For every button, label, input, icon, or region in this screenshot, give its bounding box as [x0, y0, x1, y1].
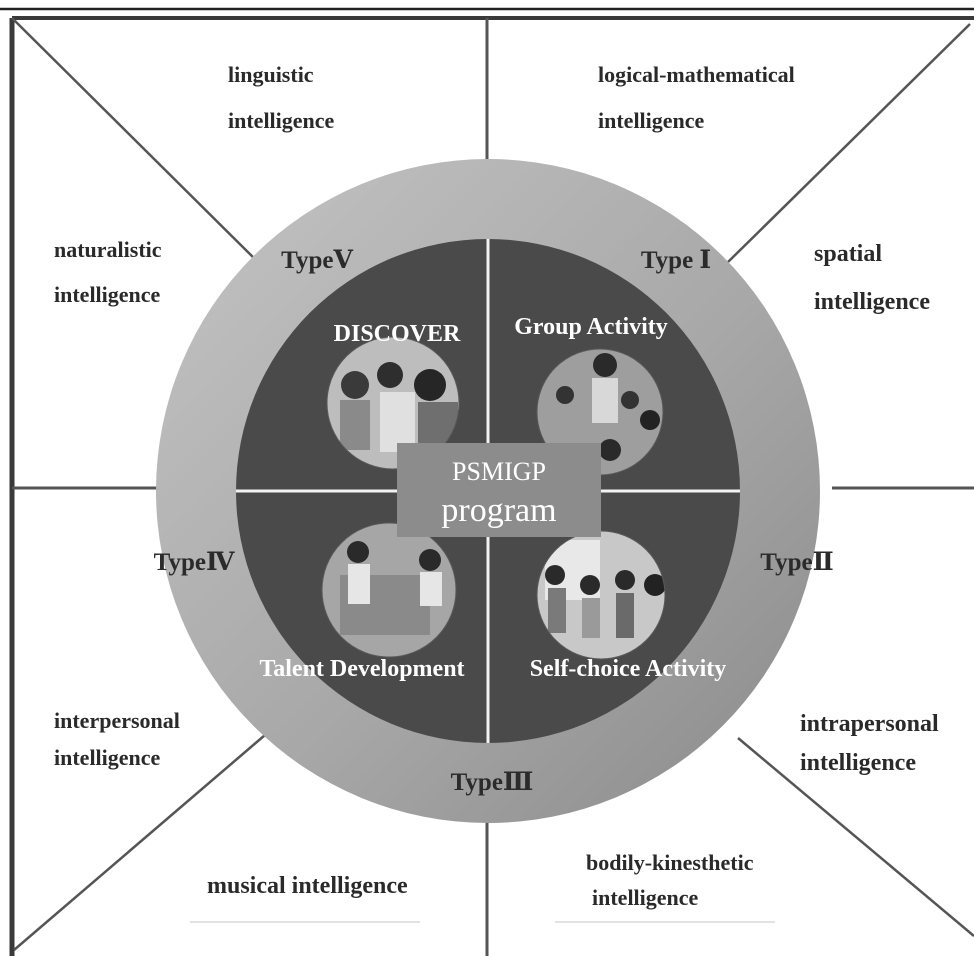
- label-spatial-line1: spatial: [814, 241, 882, 267]
- label-bodily-kinesthetic-line2: intelligence: [592, 885, 699, 910]
- type-label-5: TypeⅤ: [281, 247, 353, 274]
- type-label-1: Type Ⅰ: [641, 247, 711, 274]
- photo-talent-development: [322, 523, 456, 657]
- type-label-2: TypeⅡ: [760, 549, 833, 576]
- label-bodily-kinesthetic-line1: bodily-kinesthetic: [586, 850, 754, 875]
- label-logical-mathematical-line1: logical-mathematical: [598, 62, 795, 87]
- diagonal-top-left: [11, 17, 269, 273]
- center-box: [397, 443, 601, 537]
- label-logical-mathematical-line2: intelligence: [598, 108, 705, 133]
- quadrant-label-discover: DISCOVER: [334, 321, 461, 347]
- label-naturalistic-line1: naturalistic: [54, 237, 162, 262]
- diagonal-bottom-left: [13, 734, 266, 951]
- photo-self-choice-activity: [537, 531, 665, 659]
- label-spatial-line2: intelligence: [814, 289, 930, 315]
- label-naturalistic-line2: intelligence: [54, 282, 161, 307]
- center-title: PSMIGP: [452, 457, 546, 486]
- type-label-3: TypeⅢ: [451, 769, 534, 796]
- quadrant-label-group-activity: Group Activity: [514, 314, 668, 340]
- label-musical: musical intelligence: [207, 873, 408, 899]
- label-interpersonal-line1: interpersonal: [54, 708, 180, 733]
- label-intrapersonal-line2: intelligence: [800, 750, 916, 776]
- label-intrapersonal-line1: intrapersonal: [800, 711, 939, 737]
- quadrant-label-talent-development: Talent Development: [259, 656, 464, 682]
- diagonal-bottom-right: [737, 737, 974, 937]
- type-label-4: TypeⅣ: [154, 549, 235, 576]
- center-subtitle: program: [441, 492, 556, 529]
- photo-discover: [327, 337, 459, 469]
- label-interpersonal-line2: intelligence: [54, 745, 161, 770]
- label-linguistic-line1: linguistic: [228, 62, 314, 87]
- diagonal-top-right: [727, 23, 971, 263]
- quadrant-label-self-choice-activity: Self-choice Activity: [530, 656, 727, 682]
- label-linguistic-line2: intelligence: [228, 108, 335, 133]
